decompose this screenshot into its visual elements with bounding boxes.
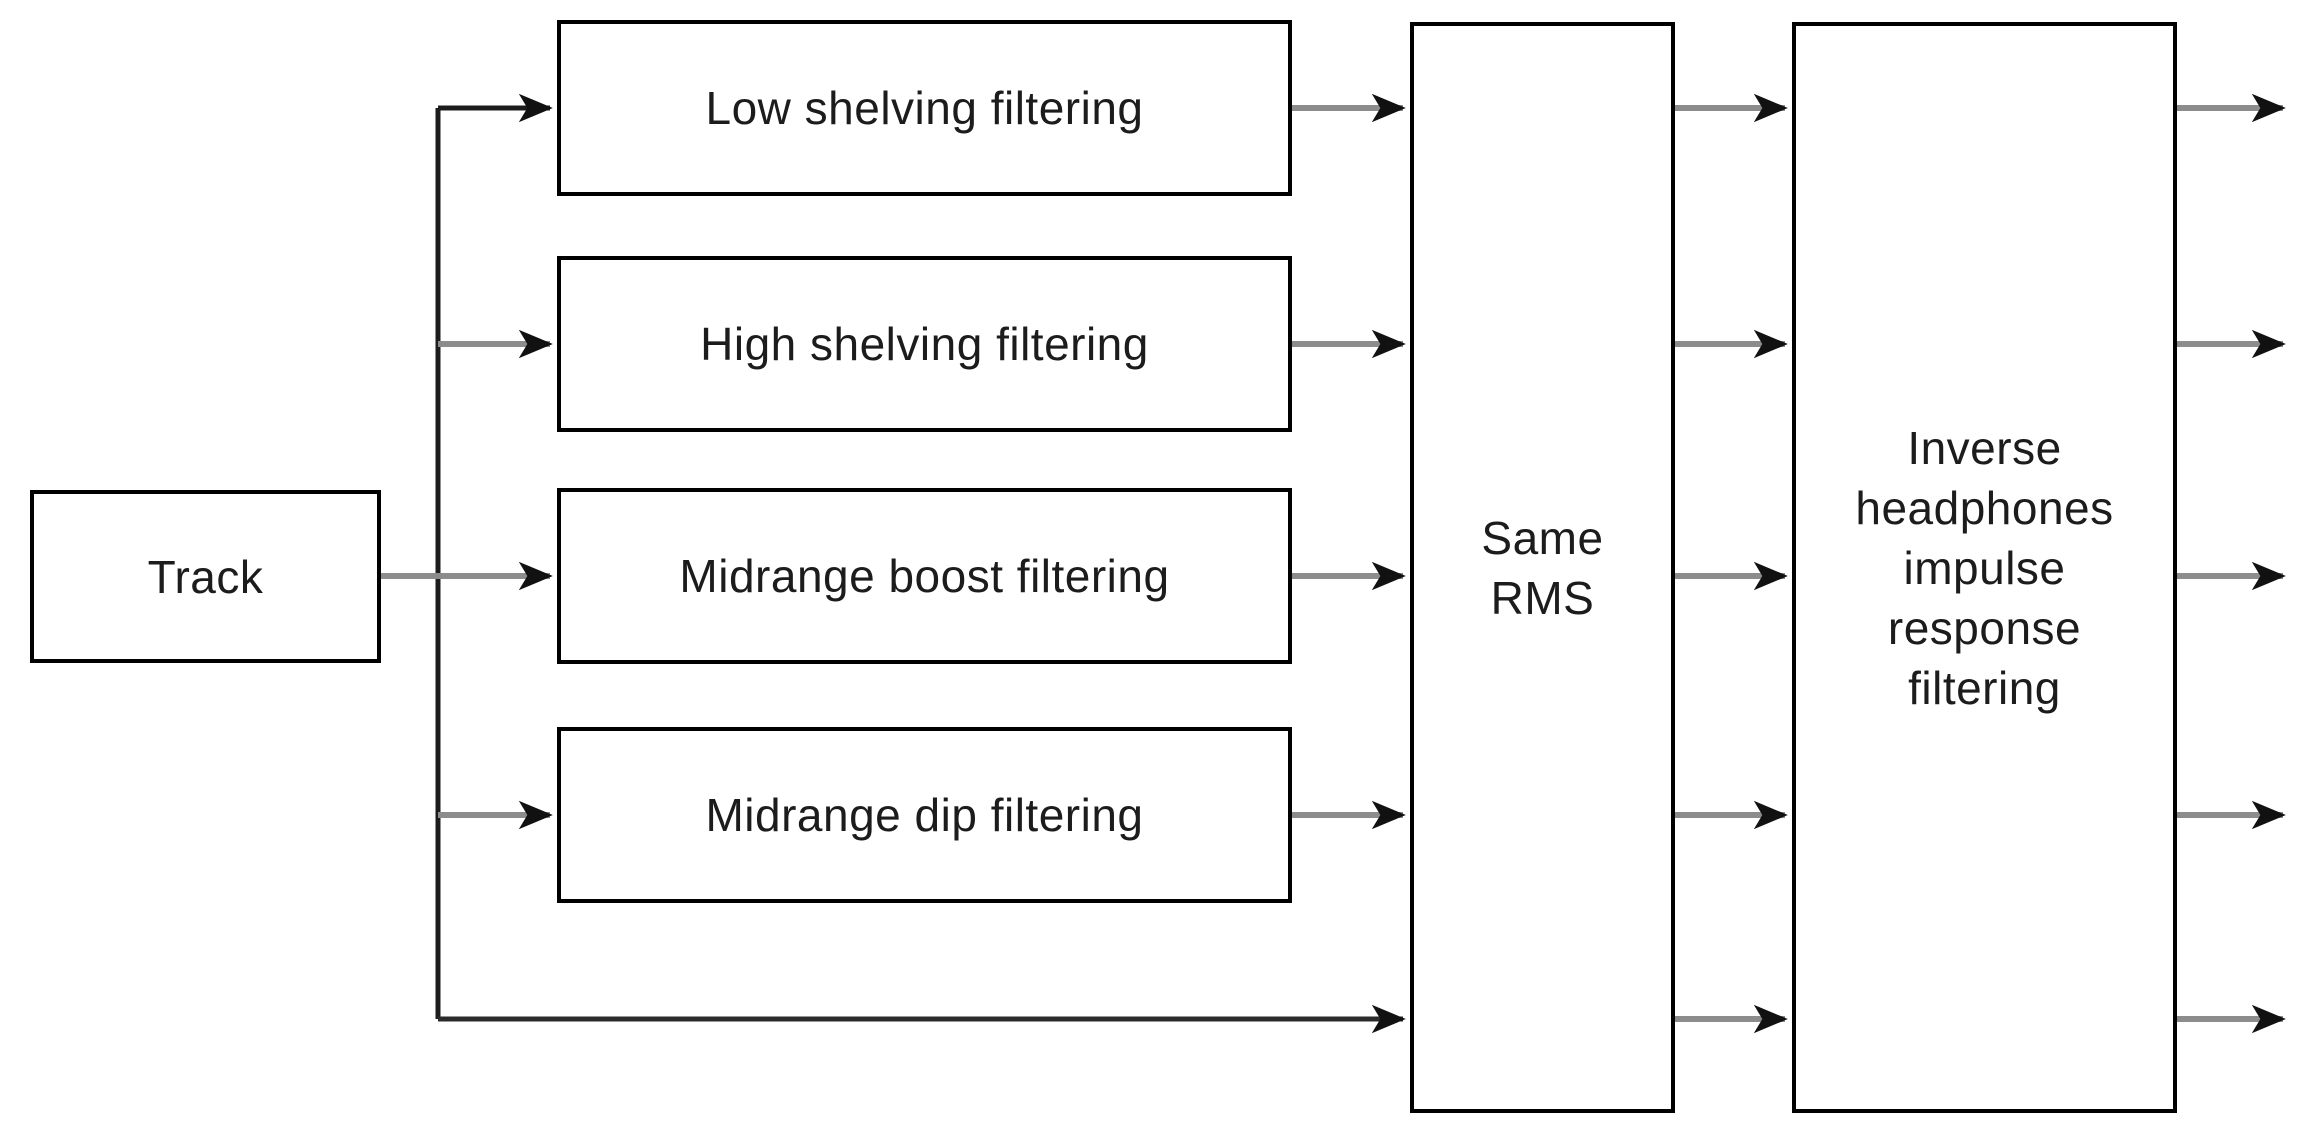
node-inverse-label: Inverse headphones impulse response filt… [1855, 421, 2114, 714]
node-track: Track [30, 490, 381, 663]
node-track-label: Track [147, 550, 264, 603]
node-midrange-dip-label: Midrange dip filtering [705, 789, 1144, 841]
node-low-shelving-filtering: Low shelving filtering [557, 20, 1292, 196]
node-low-shelving-label: Low shelving filtering [705, 82, 1144, 134]
node-same-rms-label: Same RMS [1481, 511, 1604, 624]
node-midrange-boost-label: Midrange boost filtering [679, 550, 1170, 602]
node-inverse-headphones-impulse-response-filtering: Inverse headphones impulse response filt… [1792, 22, 2177, 1113]
node-high-shelving-filtering: High shelving filtering [557, 256, 1292, 432]
node-midrange-boost-filtering: Midrange boost filtering [557, 488, 1292, 664]
node-high-shelving-label: High shelving filtering [700, 318, 1149, 370]
node-same-rms: Same RMS [1410, 22, 1675, 1113]
node-midrange-dip-filtering: Midrange dip filtering [557, 727, 1292, 903]
